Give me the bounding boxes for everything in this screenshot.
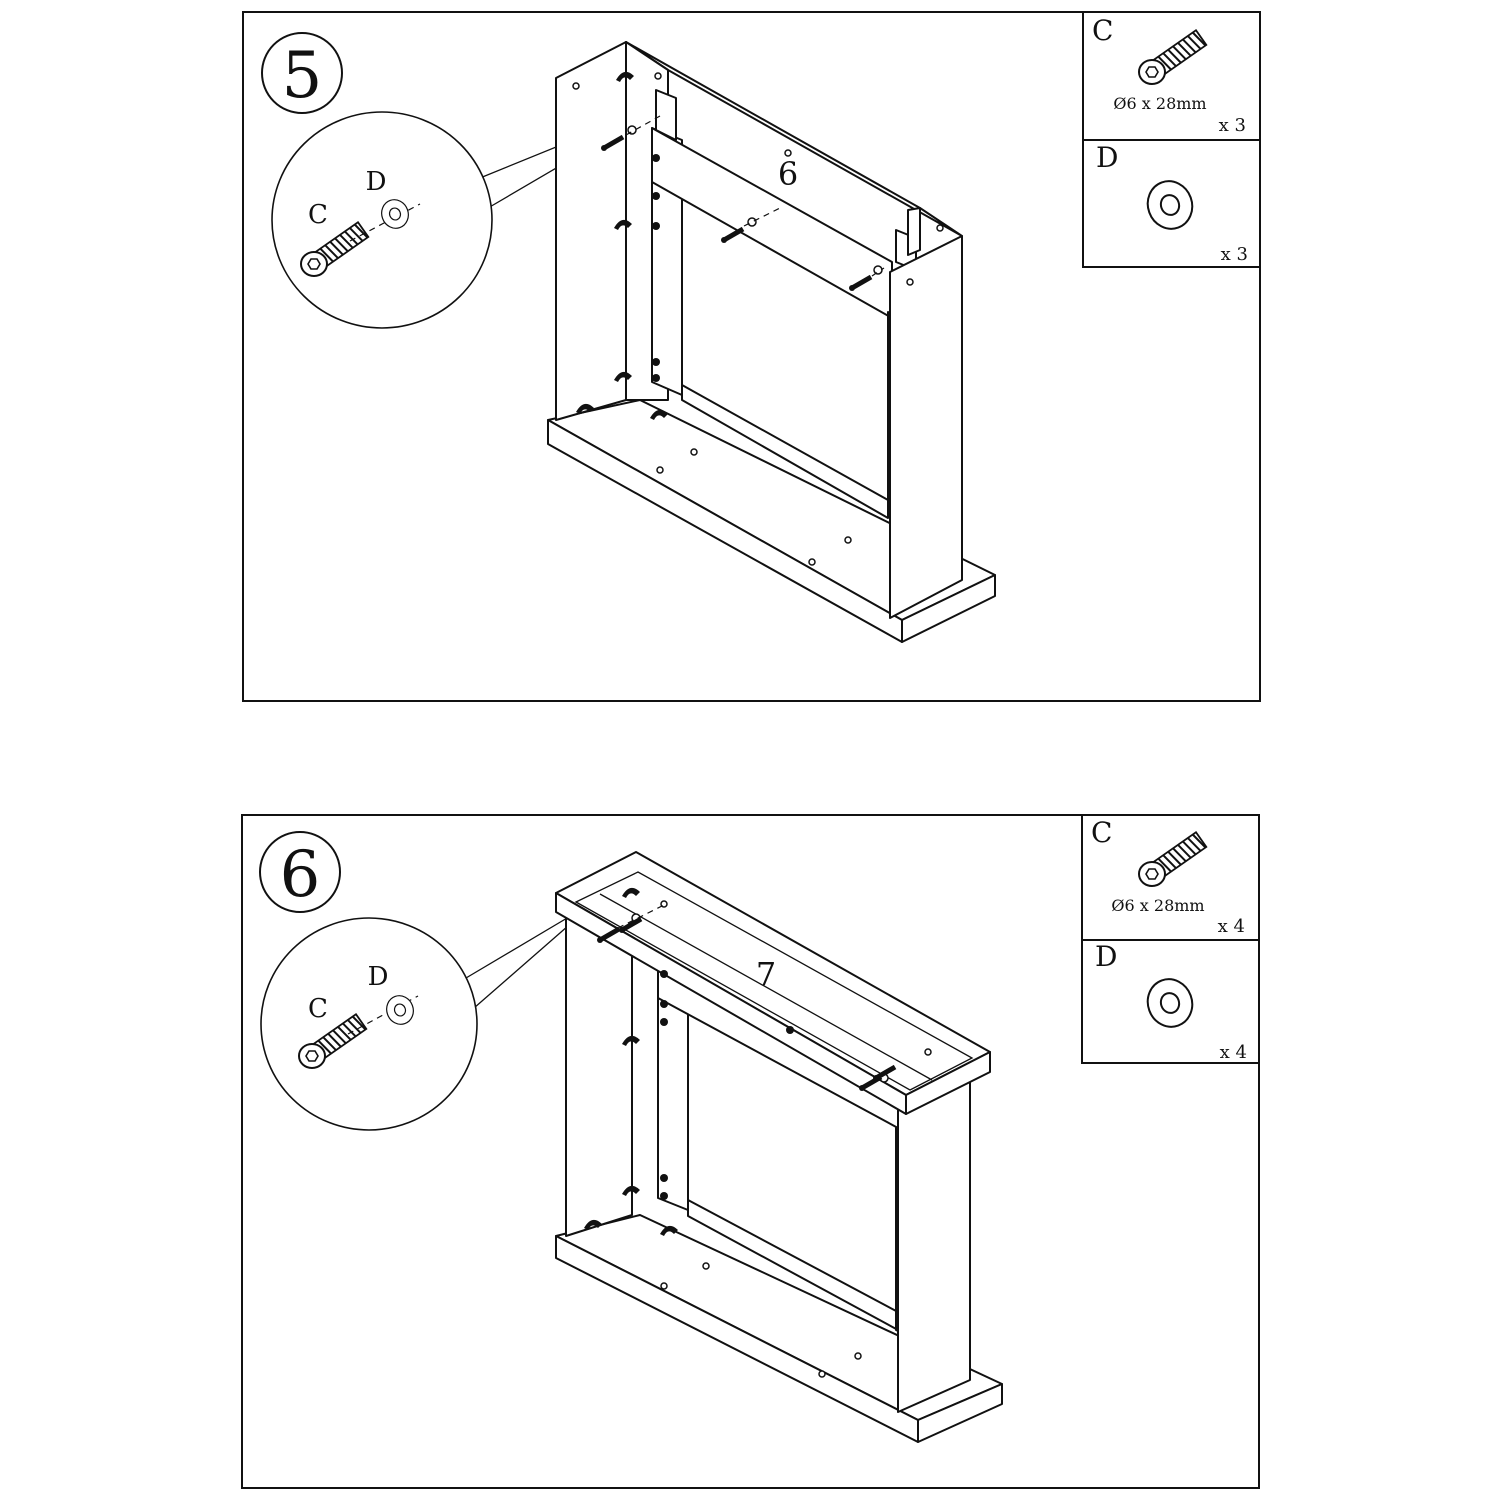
part-c-qty: x 3	[1219, 115, 1246, 136]
step-5-frame	[242, 11, 1261, 702]
callout-washer-label: D	[366, 167, 387, 197]
step-6-number-circle	[259, 831, 341, 913]
part-d-letter: D	[1096, 141, 1118, 174]
step-5-number: 5	[282, 39, 323, 113]
hardware-marks	[584, 887, 932, 1378]
part-c-spec: Ø6 x 28mm	[1111, 896, 1204, 915]
left-side-panel	[555, 41, 627, 421]
step-6-number: 6	[280, 838, 321, 912]
part-d-qty: x 3	[1221, 244, 1248, 265]
step-6-parts-box: C Ø6 x 28mm x 4 D x 4	[1081, 814, 1260, 1064]
part-c-letter: C	[1092, 14, 1113, 47]
part-d-qty: x 4	[1220, 1042, 1247, 1063]
step-5-fireplace-frame: 6	[547, 41, 996, 643]
panel-7-label: 7	[756, 955, 776, 993]
step-5-number-circle	[261, 32, 343, 114]
callout-washer-label: D	[368, 962, 389, 992]
step-6-fireplace-frame: 7	[555, 851, 1003, 1443]
step-6-panel: 6 C Ø6 x 28mm x 4 D x 4 C D	[241, 814, 1260, 1489]
step-5-panel: 5 C Ø6 x 28mm x 3 D x 3 C D	[242, 11, 1261, 702]
part-c-letter: C	[1091, 816, 1112, 849]
part-c-qty: x 4	[1218, 916, 1245, 937]
right-side-panel	[889, 235, 963, 619]
panel-6-label: 6	[778, 155, 798, 193]
part-c-spec: Ø6 x 28mm	[1113, 94, 1206, 113]
step-5-parts-box: C Ø6 x 28mm x 3 D x 3	[1082, 11, 1261, 268]
part-d-letter: D	[1095, 940, 1117, 973]
callout-screw-label: C	[308, 994, 328, 1024]
step-6-frame	[241, 814, 1260, 1489]
panel-6-rail	[651, 127, 893, 319]
right-side-panel	[897, 1081, 971, 1413]
step-6-detail-callout: C D	[260, 907, 585, 1131]
callout-screw-label: C	[308, 200, 328, 230]
hardware-marks	[572, 71, 944, 566]
